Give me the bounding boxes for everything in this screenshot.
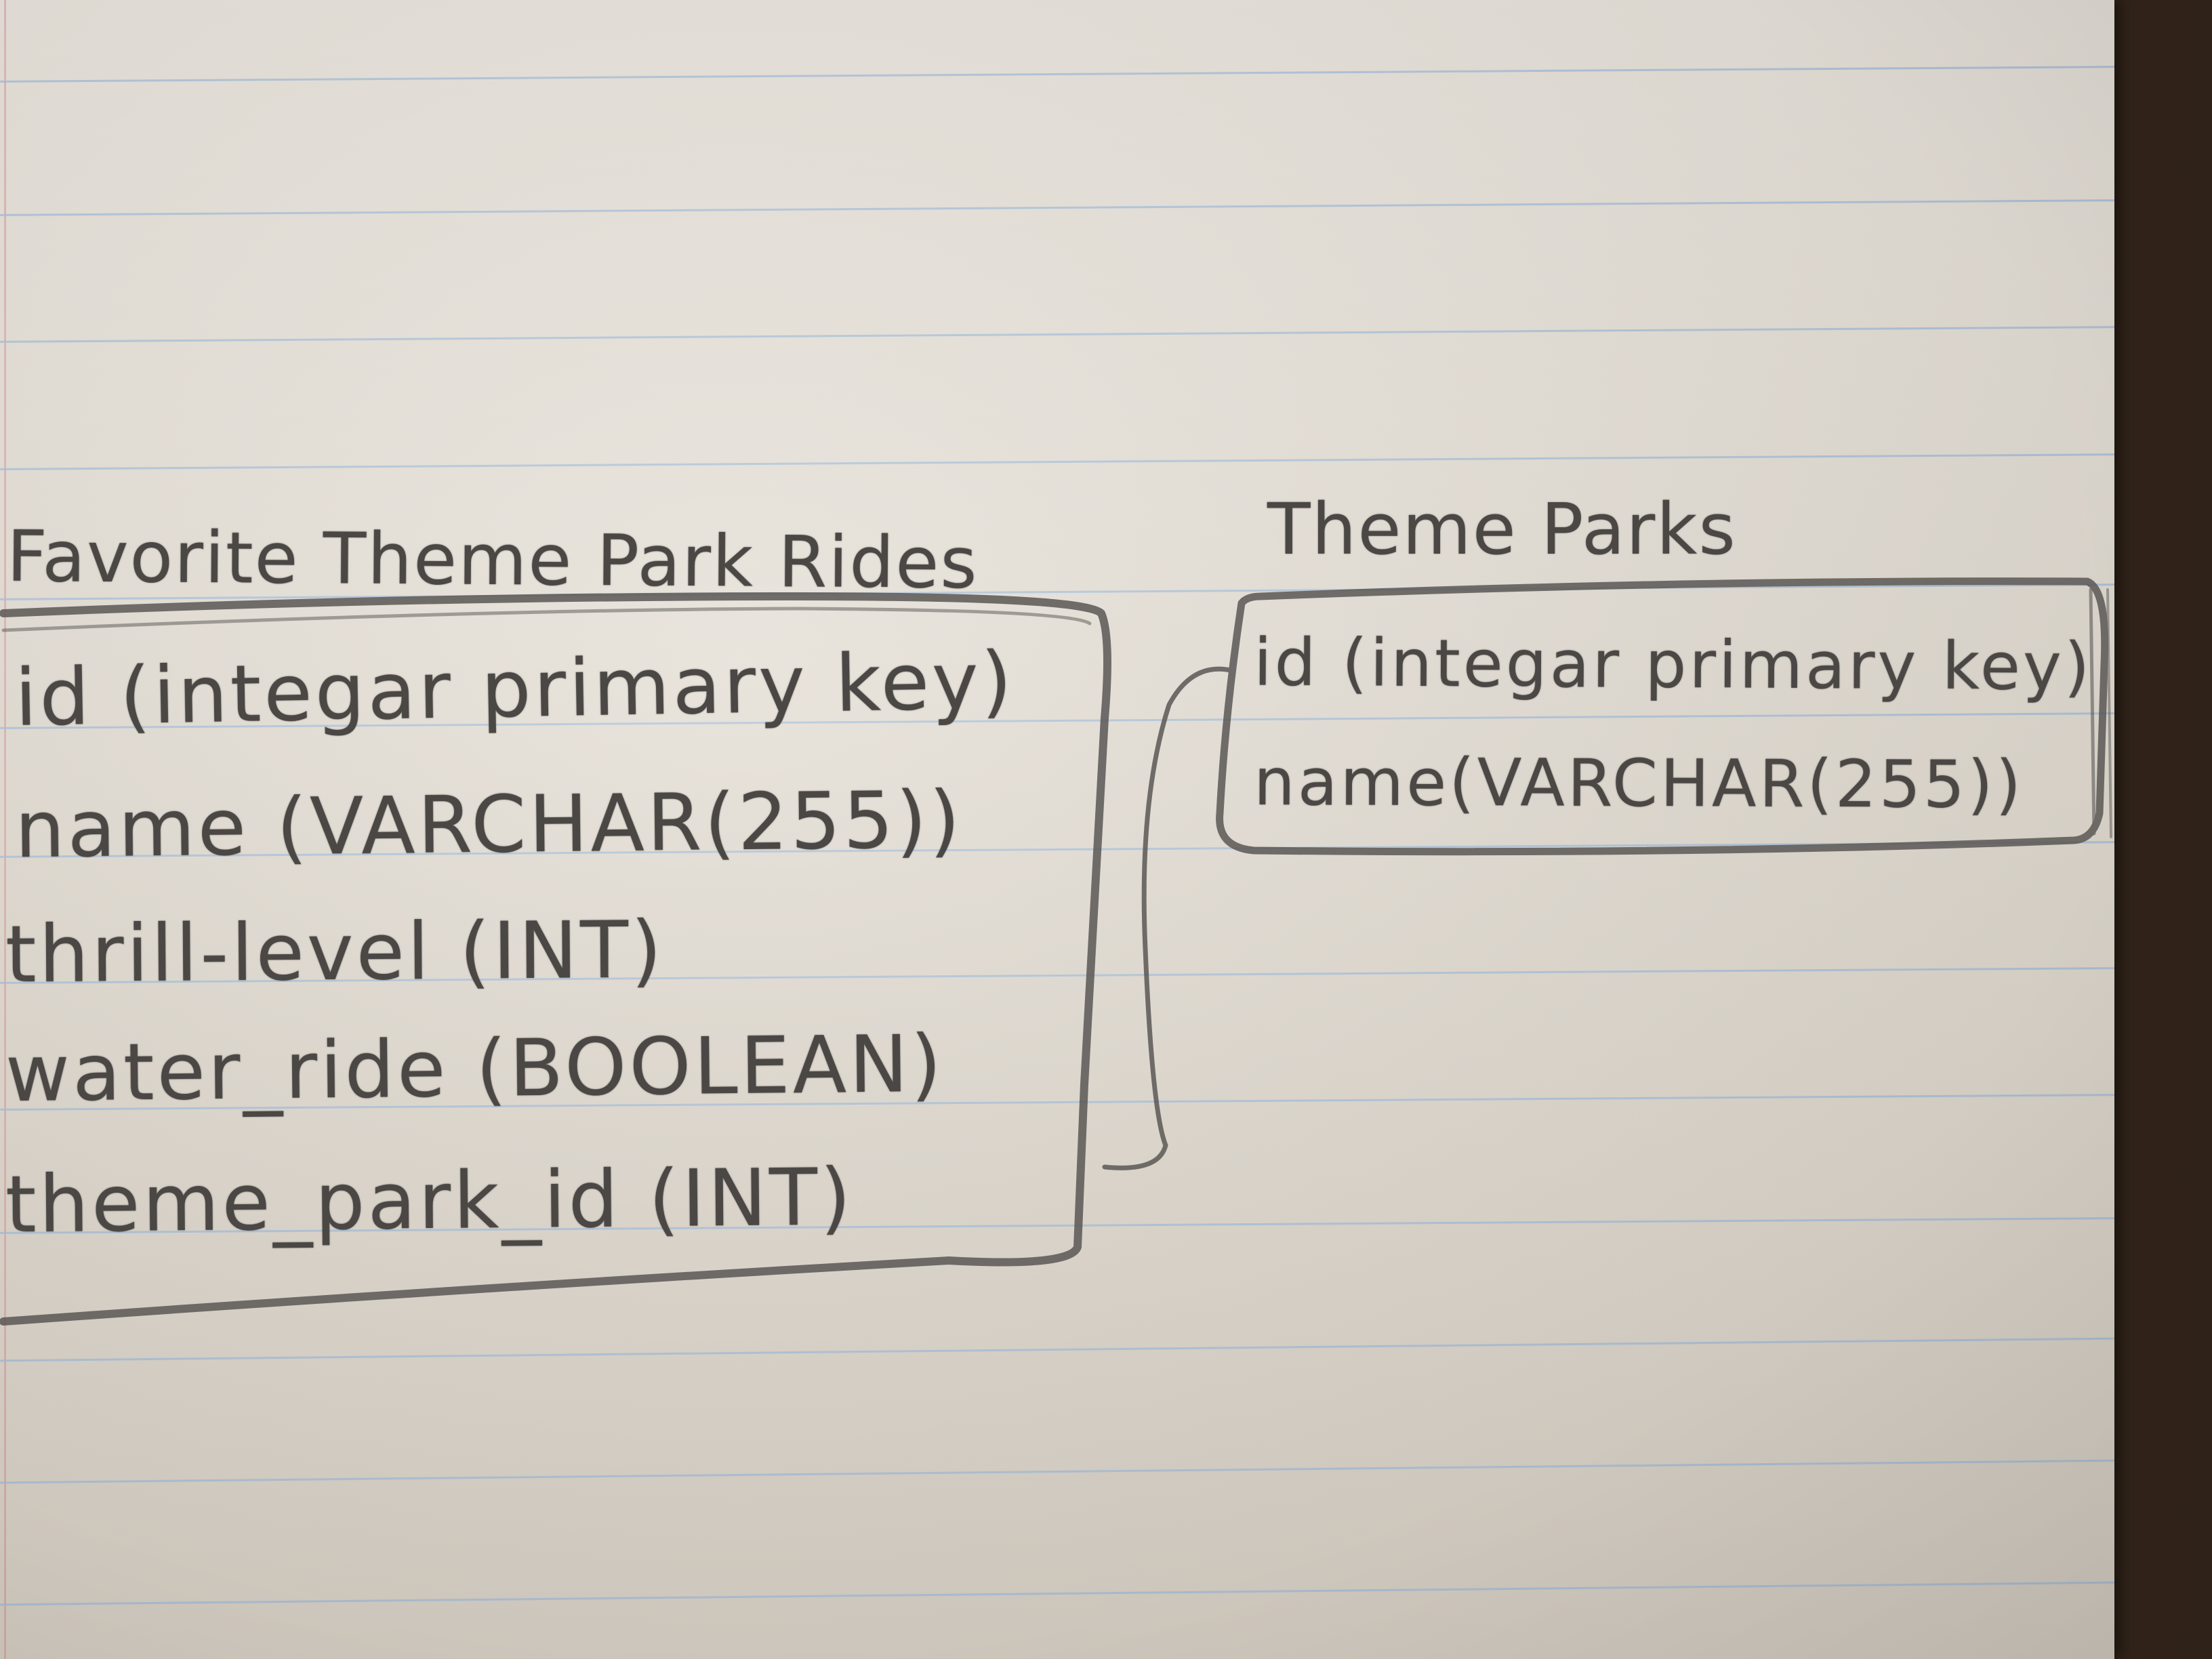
rides-field-id: id (integar primary key) <box>14 635 1016 744</box>
rule-line <box>0 326 2114 343</box>
rides-field-theme-park-id: theme_park_id (INT) <box>5 1151 854 1251</box>
parks-field-id: id (integar primary key) <box>1253 624 2093 705</box>
show-through-writing: ​ <box>1318 230 1325 348</box>
rides-field-thrill-level: thrill-level (INT) <box>5 904 665 1001</box>
parks-table-title: Theme Parks <box>1267 488 1737 571</box>
margin-line <box>4 0 6 1659</box>
rule-line <box>0 199 2114 216</box>
rule-line <box>0 1459 2114 1484</box>
rides-table-title: Favorite Theme Park Rides <box>6 514 979 605</box>
rule-line <box>0 453 2114 470</box>
rule-line <box>0 1581 2114 1606</box>
rides-field-name: name (VARCHAR(255)) <box>14 774 964 876</box>
rule-line <box>0 1337 2114 1362</box>
parks-field-name: name(VARCHAR(255)) <box>1253 744 2024 823</box>
rides-field-water-ride: water_ride (BOOLEAN) <box>5 1018 945 1120</box>
rule-line <box>0 66 2114 83</box>
